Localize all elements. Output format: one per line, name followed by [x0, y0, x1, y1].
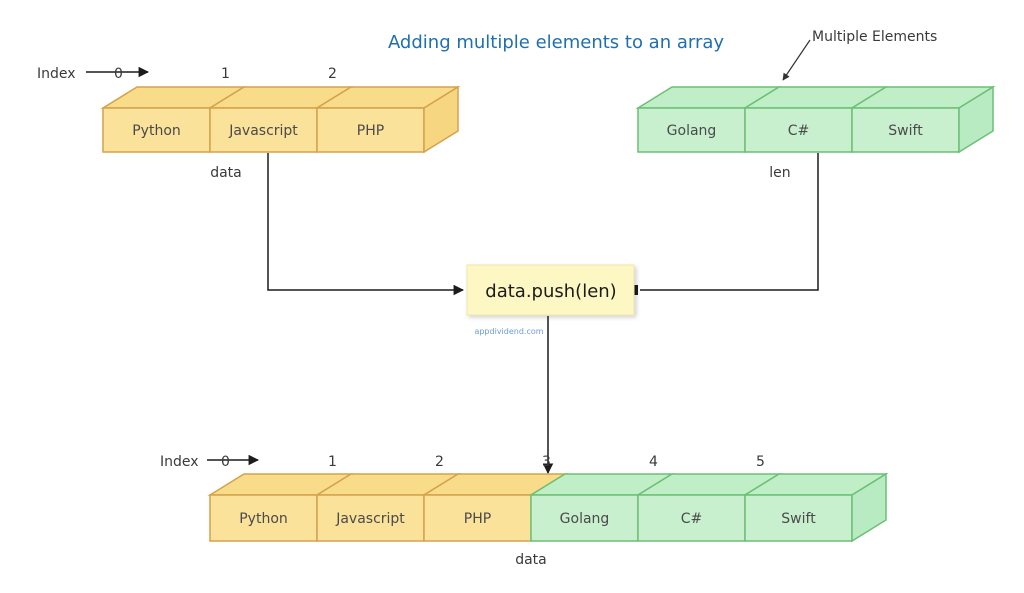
result-array-name: data — [515, 552, 547, 568]
cell-value: PHP — [357, 123, 384, 139]
source-array-name: data — [210, 165, 242, 181]
array-cell: PHP — [423, 494, 532, 542]
len-connector-endcap — [634, 285, 638, 295]
array-side-face — [958, 85, 994, 154]
cell-value: Javascript — [228, 123, 298, 139]
new-elements-array: Golang C# Swift — [635, 85, 996, 154]
cell-front-face — [316, 494, 425, 542]
push-operation-code: data.push(len) — [485, 281, 616, 302]
cell-front-face — [744, 107, 853, 153]
cell-front-face — [316, 107, 425, 153]
cell-value: C# — [788, 123, 810, 139]
source-array: Python Javascript PHP — [100, 85, 461, 154]
index-number: 4 — [649, 454, 658, 470]
push-operation-box — [466, 264, 635, 316]
array-cell: Javascript — [316, 494, 425, 542]
diagram-title: Adding multiple elements to an array — [388, 32, 724, 53]
array-cell: PHP — [316, 107, 425, 153]
index-number: 3 — [542, 454, 551, 470]
watermark: appdividend.com — [474, 327, 543, 336]
cell-front-face — [423, 494, 532, 542]
cell-value: Golang — [560, 511, 610, 527]
cell-value: C# — [681, 511, 703, 527]
cell-front-face — [637, 494, 746, 542]
cell-front-face — [209, 494, 318, 542]
array-cell: Golang — [637, 107, 746, 153]
array-cell: Python — [102, 107, 211, 153]
result-index-labels: 0 1 2 3 4 5 — [221, 454, 765, 470]
result-index-label: Index — [160, 454, 199, 470]
index-number: 1 — [221, 66, 230, 82]
array-cell: Swift — [744, 494, 853, 542]
index-number: 0 — [114, 66, 123, 82]
cell-value: PHP — [464, 511, 491, 527]
cell-front-face — [744, 494, 853, 542]
cell-front-face — [637, 107, 746, 153]
cell-value: Golang — [667, 123, 717, 139]
multiple-elements-annotation: Multiple Elements — [812, 29, 937, 45]
cell-value: Javascript — [335, 511, 405, 527]
cell-value: Swift — [781, 511, 816, 527]
array-cell: Swift — [851, 107, 960, 153]
data-to-push-connector — [267, 153, 465, 296]
index-number: 2 — [328, 66, 337, 82]
cell-front-face — [209, 107, 318, 153]
index-number: 0 — [221, 454, 230, 470]
index-number: 1 — [328, 454, 337, 470]
array-side-face — [851, 472, 887, 543]
source-index-label: Index — [37, 66, 76, 82]
cell-value: Python — [132, 123, 181, 139]
array-side-face — [423, 85, 459, 154]
annotation-arrow — [782, 39, 811, 81]
array-cell: Javascript — [209, 107, 318, 153]
array-cell: Python — [209, 494, 318, 542]
source-index-labels: 0 1 2 — [114, 66, 337, 82]
array-cell: C# — [744, 107, 853, 153]
array-cell: C# — [637, 494, 746, 542]
index-number: 2 — [435, 454, 444, 470]
result-array: Python Javascript PHP Golang C# Swift — [207, 472, 889, 543]
array-cell: Golang — [530, 494, 639, 542]
new-array-name: len — [769, 165, 790, 181]
cell-front-face — [530, 494, 639, 542]
index-number: 5 — [756, 454, 765, 470]
len-to-push-connector — [640, 153, 819, 291]
cell-value: Swift — [888, 123, 923, 139]
cell-value: Python — [239, 511, 288, 527]
